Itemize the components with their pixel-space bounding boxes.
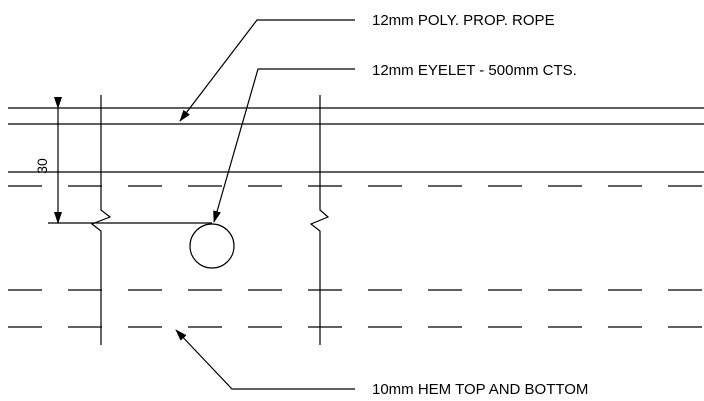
rope-callout-label: 12mm POLY. PROP. ROPE [372,12,555,29]
eyelet-callout-label: 12mm EYELET - 500mm CTS. [372,62,577,79]
hem-callout-label: 10mm HEM TOP AND BOTTOM [372,381,588,398]
eyelet-circle [189,223,235,269]
break-line-right [309,95,330,345]
break-line-left [90,95,112,345]
hem-leader [175,329,355,390]
dimension-value: 30 [34,158,50,174]
rope-leader [179,19,355,122]
eyelet-leader [213,68,355,223]
